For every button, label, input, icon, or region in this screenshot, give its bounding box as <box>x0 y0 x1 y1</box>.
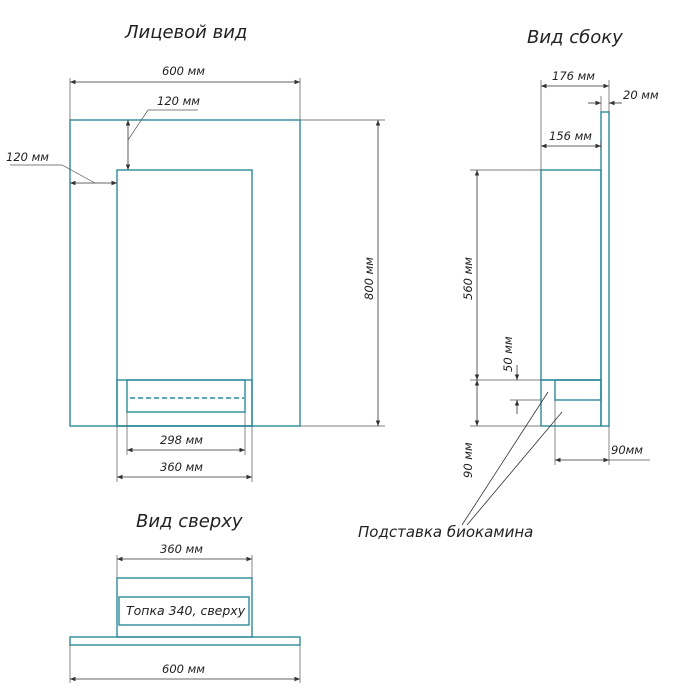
dim-side-height: 560 мм <box>461 257 475 300</box>
side-base-step <box>554 379 602 401</box>
dim-side-depth: 176 мм <box>552 69 595 83</box>
dim-base-height: 90 мм <box>461 442 475 478</box>
callout-label: Подставка биокамина <box>358 523 533 541</box>
dim-top-width: 360 мм <box>160 542 203 556</box>
dim-panel: 20 мм <box>623 88 659 102</box>
side-view-title: Вид сбоку <box>527 27 623 48</box>
dim-base-width: 600 мм <box>162 662 205 676</box>
top-view: Вид сверху 360 мм Топка 340, сверху 600 … <box>69 511 301 683</box>
callout-leader-2 <box>466 411 563 526</box>
dim-inner-width: 298 мм <box>160 433 203 447</box>
firebox-box <box>118 596 250 626</box>
dim-body-depth: 156 мм <box>549 129 592 143</box>
dim-front-width: 600 мм <box>162 64 205 78</box>
callout-leader-1 <box>461 391 549 526</box>
dim-base-depth: 90мм <box>611 443 643 457</box>
dim-opening-width: 360 мм <box>160 460 203 474</box>
firebox-zone <box>116 379 253 427</box>
dim-step: 50 мм <box>501 336 515 372</box>
side-view: Вид сбоку 176 мм 20 мм 156 мм 560 мм 50 … <box>461 27 659 526</box>
firebox-inner <box>126 379 246 413</box>
dim-top-margin: 120 мм <box>157 94 200 108</box>
firebox-label: Топка 340, сверху <box>126 603 246 618</box>
top-base <box>69 636 301 646</box>
front-view-title: Лицевой вид <box>124 22 247 43</box>
side-body <box>540 169 602 381</box>
wall-panel <box>600 111 610 427</box>
front-view: Лицевой вид 600 мм 120 мм 120 мм 800 мм … <box>6 22 385 482</box>
side-base <box>540 379 602 427</box>
dim-side-margin: 120 мм <box>6 150 49 164</box>
top-view-title: Вид сверху <box>136 511 243 532</box>
opening-outline <box>116 169 253 427</box>
dim-front-height: 800 мм <box>362 257 376 300</box>
